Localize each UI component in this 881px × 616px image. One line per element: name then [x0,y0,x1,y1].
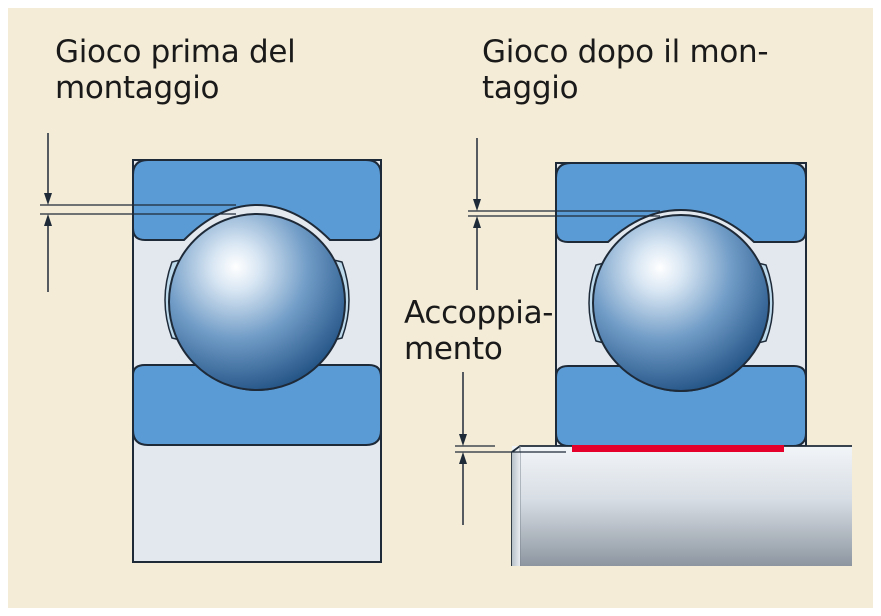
right-bearing [455,138,852,566]
right-ball [592,214,770,392]
fit-line-1: Accoppia- [404,295,554,331]
fit-dimension [459,372,467,525]
right-outer-ring [555,162,807,243]
clearance-after-label: Gioco dopo il mon- taggio [482,34,769,106]
shaft-icon [511,445,852,566]
fit-line-2: mento [404,331,503,367]
clearance-after-line-2: taggio [482,70,579,106]
clearance-before-line-2: montaggio [55,70,220,106]
left-ball [168,213,346,391]
clearance-before-line-1: Gioco prima del [55,34,296,70]
left-bearing [40,133,382,563]
interference-fit-band [572,445,784,452]
clearance-after-line-1: Gioco dopo il mon- [482,34,769,70]
clearance-before-label: Gioco prima del montaggio [55,34,296,106]
right-clearance-dimension [473,138,481,290]
fit-label: Accoppia- mento [404,295,553,367]
left-clearance-dimension [44,133,52,292]
left-outer-ring [132,159,382,241]
